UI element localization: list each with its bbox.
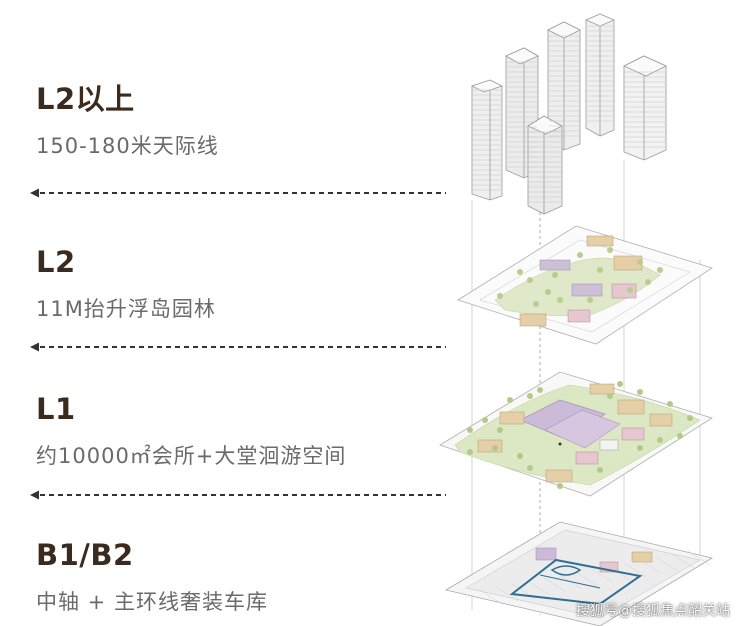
tree-dot	[687, 415, 693, 421]
tree-dot	[657, 267, 663, 273]
layer-l1: L1 约10000㎡会所+大堂洄游空间	[36, 395, 346, 467]
tree-dot	[537, 387, 543, 393]
tree-dot	[617, 381, 623, 387]
main-loop-road	[509, 558, 643, 606]
l2-garden-deck	[457, 225, 713, 345]
tree-dot	[657, 437, 663, 443]
tower	[584, 13, 616, 137]
tree-dot	[577, 252, 583, 258]
layer-description: 中轴 + 主环线奢装车库	[36, 590, 268, 614]
tree-dot	[667, 401, 673, 407]
tree-dot	[497, 293, 503, 299]
tree-dot	[517, 453, 523, 459]
arrow-left-icon	[30, 188, 446, 198]
tree-dot	[467, 427, 473, 433]
layer-description: 11M抬升浮岛园林	[36, 297, 216, 321]
tree-dot	[545, 289, 551, 295]
tree-dot	[507, 397, 513, 403]
layer-description: 约10000㎡会所+大堂洄游空间	[36, 444, 347, 468]
tree-dot	[597, 467, 603, 473]
tree-dot	[557, 483, 563, 489]
tower	[527, 115, 563, 215]
tree-dot	[527, 465, 533, 471]
tower-windows	[473, 25, 665, 203]
layer-b1-b2: B1/B2 中轴 + 主环线奢装车库	[36, 541, 268, 613]
tree-dot	[517, 269, 523, 275]
tree-dot	[587, 297, 593, 303]
axonometric-diagram	[439, 13, 714, 626]
watermark: 搜狐号@搜狐焦点韶关站	[576, 603, 730, 619]
tree-dot	[527, 277, 533, 283]
tree-dot	[607, 247, 613, 253]
layer-description: 150-180米天际线	[36, 134, 219, 158]
tree-dot	[533, 301, 539, 307]
tower-group	[470, 13, 667, 215]
tower	[623, 55, 667, 161]
tree-dot	[497, 427, 503, 433]
layer-title: L2	[36, 245, 76, 279]
tree-dot	[492, 445, 498, 451]
central-axis	[550, 565, 582, 576]
layer-title: L1	[36, 392, 76, 426]
tree-dot	[467, 449, 473, 455]
tree-dots	[467, 381, 693, 489]
arrow-left-icon	[30, 490, 446, 500]
tree-dot	[527, 393, 533, 399]
layer-title: L2以上	[36, 82, 135, 116]
tree-dot	[637, 445, 643, 451]
layer-title: B1/B2	[36, 538, 134, 572]
tree-dot	[645, 279, 651, 285]
layer-l2: L2 11M抬升浮岛园林	[36, 248, 216, 320]
tree-dot	[552, 272, 558, 278]
tree-dot	[637, 389, 643, 395]
tree-dot	[677, 433, 683, 439]
tree-dot	[482, 417, 488, 423]
arrow-left-icon	[30, 342, 446, 352]
b1-b2-parking-level	[444, 521, 714, 626]
tree-dot	[607, 393, 613, 399]
tree-dot	[557, 297, 563, 303]
vertical-guide-lines	[471, 160, 701, 615]
tree-dots	[497, 247, 663, 307]
layer-above-l2: L2以上 150-180米天际线	[36, 85, 219, 157]
tree-dot	[627, 287, 633, 293]
tree-dot	[637, 259, 643, 265]
l1-clubhouse-level	[439, 371, 713, 497]
tree-dot	[597, 267, 603, 273]
